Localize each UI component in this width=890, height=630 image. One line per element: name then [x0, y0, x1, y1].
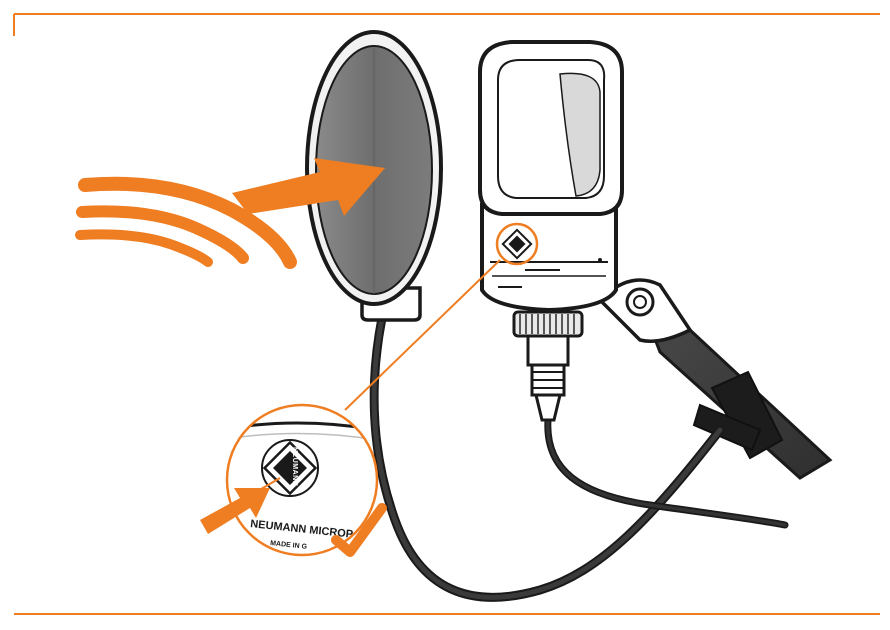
frame-border [14, 14, 880, 614]
stand-arm [600, 280, 830, 478]
brand-vertical-label: NEUMANN [291, 447, 298, 486]
microphone [480, 42, 622, 420]
